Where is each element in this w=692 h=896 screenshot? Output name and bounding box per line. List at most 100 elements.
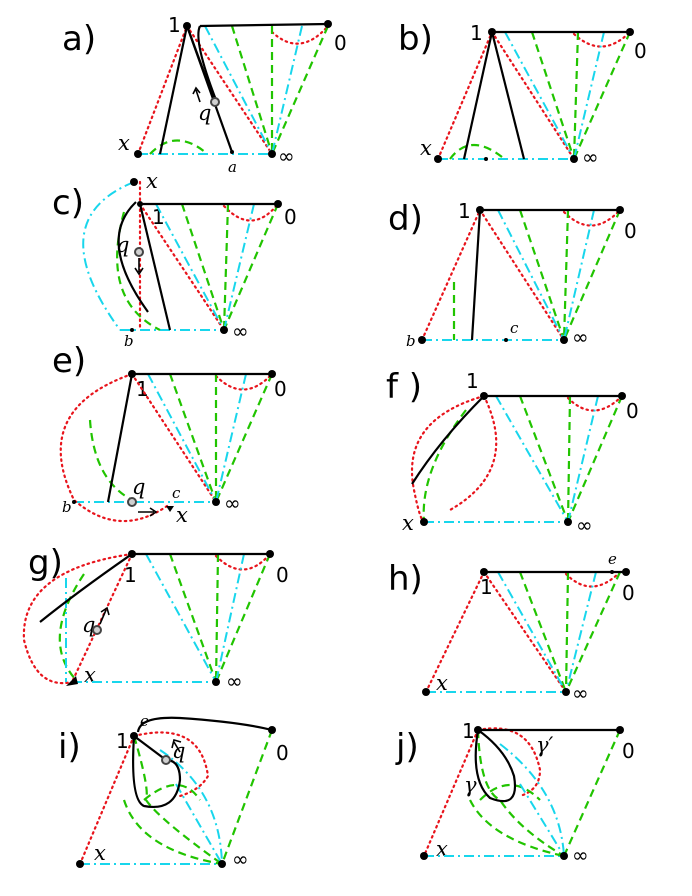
node-label-0: 0 — [274, 377, 287, 401]
node-1 — [476, 206, 484, 214]
point-label-b: b — [406, 332, 416, 350]
edges — [82, 180, 280, 332]
node-label-infinity: ∞ — [226, 669, 243, 693]
node-1 — [480, 392, 488, 400]
node-label-1: 1 — [466, 369, 479, 393]
node-label-0: 0 — [276, 563, 289, 587]
node-label-infinity: ∞ — [232, 319, 249, 343]
point-b — [72, 500, 76, 504]
node-label-infinity: ∞ — [576, 513, 593, 537]
panel-label-d: d) — [388, 199, 423, 239]
point-label-a: a — [228, 158, 237, 176]
node-label-1: 1 — [462, 719, 475, 743]
point-label-c: c — [172, 484, 181, 502]
panel-label-c: c) — [52, 183, 84, 223]
panel-f: f ) 1 0 x ∞ — [386, 367, 639, 537]
node-label-0: 0 — [622, 739, 635, 763]
edges — [420, 208, 622, 342]
node-label-0: 0 — [624, 219, 637, 243]
node-label-infinity: ∞ — [572, 325, 589, 349]
node-label-x: x — [176, 503, 188, 527]
point-label-q: q — [132, 475, 145, 499]
node-0 — [622, 568, 630, 576]
curve-label-gamma-prime: γ′ — [536, 733, 554, 757]
node-label-x: x — [146, 169, 158, 193]
panel-i: i) 1 0 e q x ∞ — [58, 712, 289, 871]
node-infinity — [268, 150, 276, 158]
node-0 — [618, 392, 626, 400]
point-label-q: q — [198, 101, 211, 125]
node-1 — [183, 22, 191, 30]
panel-label-a: a) — [62, 19, 96, 59]
edges — [436, 30, 632, 161]
point-q — [127, 497, 137, 507]
node-infinity — [560, 852, 568, 860]
node-infinity — [564, 518, 572, 526]
node-1 — [488, 28, 496, 36]
node-label-infinity: ∞ — [232, 847, 249, 871]
edges — [424, 570, 626, 694]
node-0 — [616, 206, 624, 214]
node-label-0: 0 — [626, 399, 639, 423]
node-label-1: 1 — [116, 729, 129, 753]
node-x — [134, 150, 142, 158]
point-c — [504, 338, 508, 342]
node-label-0: 0 — [634, 39, 647, 63]
point-a — [230, 150, 234, 154]
node-x — [422, 688, 430, 696]
edges — [59, 372, 274, 523]
node-0 — [616, 726, 624, 734]
edges — [22, 552, 272, 685]
panel-label-i: i) — [58, 727, 81, 767]
arrow-q — [134, 258, 144, 276]
node-1 — [128, 550, 136, 558]
node-x — [420, 518, 428, 526]
node-label-infinity: ∞ — [572, 681, 589, 705]
node-label-x: x — [84, 663, 96, 687]
panel-b: b) 1 0 x ∞ — [398, 19, 647, 169]
arrow-q — [171, 739, 182, 753]
panel-label-g: g) — [28, 543, 63, 583]
panel-label-b: b) — [398, 19, 433, 59]
node-label-1: 1 — [152, 205, 165, 229]
node-label-x: x — [402, 511, 414, 535]
node-label-0: 0 — [622, 581, 635, 605]
node-0 — [268, 726, 276, 734]
node-label-x: x — [420, 136, 432, 160]
node-1 — [480, 568, 488, 576]
node-infinity — [212, 678, 220, 686]
node-label-1: 1 — [168, 13, 181, 37]
panel-label-h: h) — [388, 559, 423, 599]
node-label-x: x — [436, 671, 448, 695]
point-small — [484, 157, 488, 161]
node-x — [420, 852, 428, 860]
edges — [136, 22, 330, 156]
node-label-infinity: ∞ — [278, 144, 295, 168]
node-infinity — [220, 326, 228, 334]
node-1 — [137, 201, 143, 207]
node-0 — [268, 370, 276, 378]
node-label-infinity: ∞ — [582, 145, 599, 169]
point-b — [130, 328, 134, 332]
node-x — [130, 178, 138, 186]
panel-label-f: f ) — [386, 367, 422, 407]
node-1 — [128, 370, 136, 378]
point-q — [134, 247, 144, 257]
node-0 — [266, 550, 274, 558]
point-q — [161, 755, 171, 765]
panel-e: e) 1 0 q c x b ∞ — [52, 341, 287, 527]
panel-d: d) 1 0 b c ∞ — [388, 199, 637, 350]
point-q — [210, 97, 220, 107]
point-label-c: c — [510, 319, 519, 337]
panel-label-j: j) — [395, 727, 419, 767]
node-label-1: 1 — [124, 563, 137, 587]
node-label-1: 1 — [470, 21, 483, 45]
node-x — [166, 506, 174, 512]
point-label-b: b — [62, 498, 72, 516]
node-label-infinity: ∞ — [224, 491, 241, 515]
node-1 — [474, 726, 482, 734]
panel-label-e: e) — [52, 341, 86, 381]
panel-g: g) 1 0 x q ∞ — [22, 543, 289, 693]
node-label-infinity: ∞ — [572, 843, 589, 867]
